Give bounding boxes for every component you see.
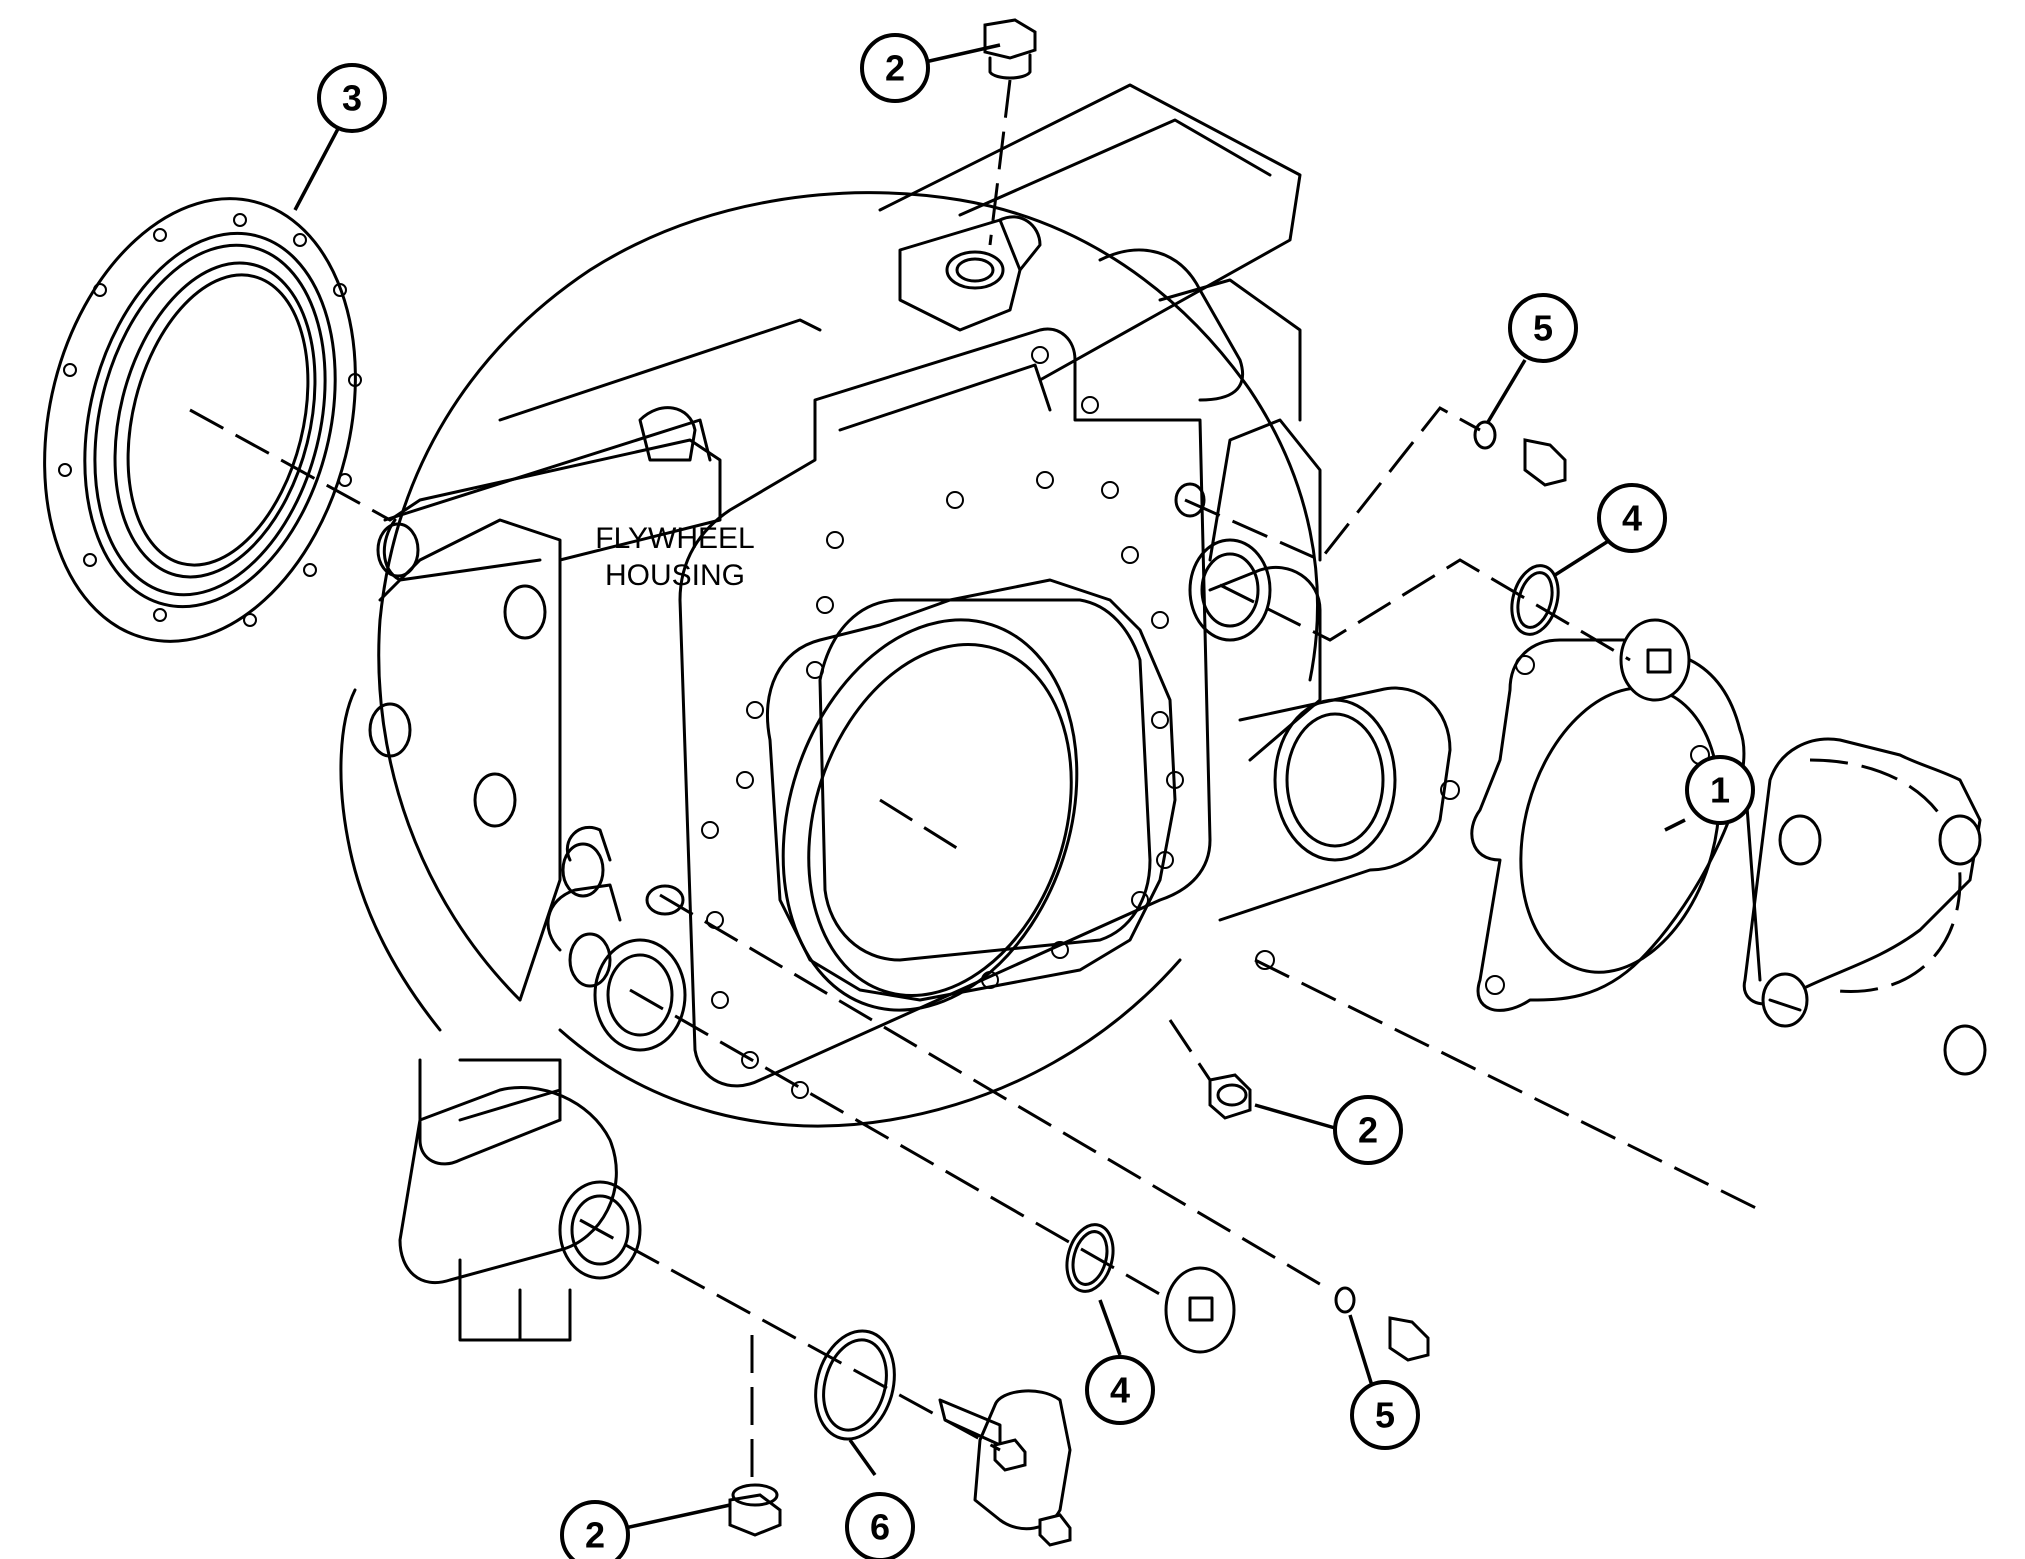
rear-seal: [43, 197, 362, 643]
housing-label-line2: HOUSING: [605, 559, 745, 592]
cover-plate: [1742, 737, 1987, 1076]
right-rear-port: [1255, 698, 1460, 970]
flywheel-housing: [339, 83, 1452, 1342]
washer-lower: [1334, 1286, 1430, 1362]
callout-5-lower: 5: [1350, 1380, 1420, 1450]
callout-2-top-number: 2: [885, 48, 905, 89]
callout-4-upper-number: 4: [1622, 498, 1642, 539]
top-boss: [638, 215, 1042, 462]
assembly-lines: [189, 79, 1761, 1490]
callout-leaders: [293, 43, 1686, 1530]
callout-1-number: 1: [1710, 770, 1730, 811]
flange-bolt-holes: [701, 346, 1184, 1099]
plug-top: [983, 18, 1037, 80]
oring-6: [814, 1329, 896, 1441]
housing-mounting-lugs: [368, 522, 622, 988]
callout-5-lower-number: 5: [1375, 1395, 1395, 1436]
callout-2-right: 2: [1333, 1095, 1403, 1165]
callout-3-number: 3: [342, 78, 362, 119]
callout-5-upper-number: 5: [1533, 308, 1553, 349]
callout-1: 1: [1685, 755, 1755, 825]
callout-2-top: 2: [860, 33, 930, 103]
housing-label-line1: FLYWHEEL: [595, 522, 754, 555]
right-upper-port: [1174, 482, 1272, 642]
plug-bottom: [728, 1483, 782, 1537]
callout-6: 6: [845, 1492, 915, 1559]
callout-2-bottom: 2: [560, 1500, 630, 1559]
gasket: [1470, 638, 1746, 1012]
seal-bolt-holes: [58, 213, 362, 627]
callout-4-lower: 4: [1085, 1355, 1155, 1425]
callout-2-bottom-number: 2: [585, 1515, 605, 1556]
callout-4-upper: 4: [1597, 483, 1667, 553]
callout-5-upper: 5: [1508, 293, 1578, 363]
callout-2-right-number: 2: [1358, 1110, 1378, 1151]
plug-right: [1208, 1073, 1252, 1120]
housing-label: FLYWHEEL HOUSING: [595, 522, 754, 592]
oring-upper: [1510, 564, 1691, 702]
washer-upper: [1473, 420, 1567, 487]
callout-4-lower-number: 4: [1110, 1370, 1130, 1411]
callout-6-number: 6: [870, 1507, 890, 1548]
sensor-bracket: [938, 1389, 1072, 1547]
callout-3: 3: [317, 63, 387, 133]
lower-left-ports: [558, 884, 687, 1280]
housing-center-bore: [765, 578, 1177, 1012]
